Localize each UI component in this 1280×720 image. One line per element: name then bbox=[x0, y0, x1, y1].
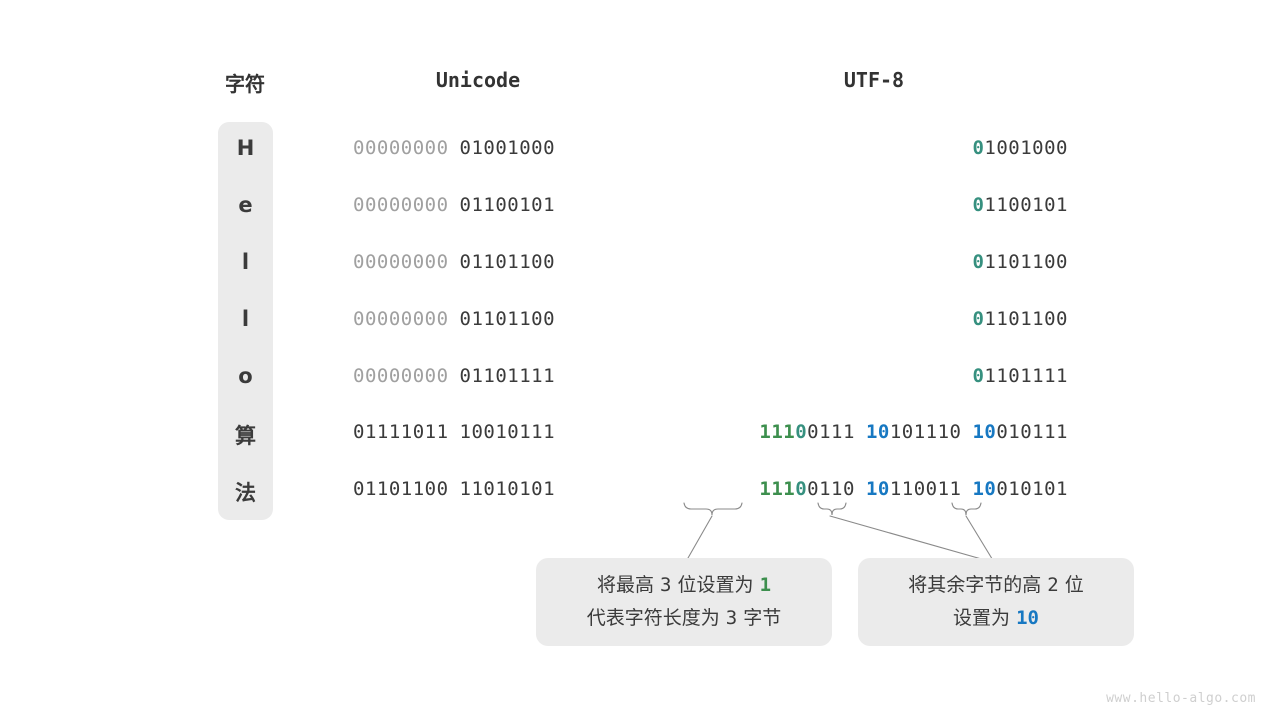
char-cell: H bbox=[236, 136, 255, 160]
leader-line-continuation-1 bbox=[829, 515, 993, 563]
char-cell: 算 bbox=[235, 424, 256, 448]
callout-leading-bits-line2: 代表字符长度为 3 字节 bbox=[587, 602, 782, 635]
utf8-bits: 01001000 bbox=[972, 137, 1068, 159]
utf8-bits: 01100101 bbox=[972, 194, 1068, 216]
callout-leading-bits: 将最高 3 位设置为 1 代表字符长度为 3 字节 bbox=[536, 558, 832, 646]
callout-number: 3 bbox=[725, 607, 738, 629]
char-column-panel bbox=[218, 122, 273, 520]
brace-continuation-1 bbox=[817, 502, 847, 516]
callout-text: 设置为 bbox=[953, 607, 1011, 629]
leader-line-continuation-2 bbox=[965, 515, 995, 563]
brace-leading-bits bbox=[683, 502, 743, 516]
callout-text: 位设置为 bbox=[677, 573, 754, 596]
utf8-bits: 01101100 bbox=[972, 251, 1068, 273]
callout-text: 将最高 bbox=[596, 573, 654, 596]
callout-text: 字节 bbox=[743, 607, 782, 629]
callout-leading-bits-line1: 将最高 3 位设置为 1 bbox=[597, 569, 771, 602]
char-cell: o bbox=[238, 364, 253, 388]
utf8-bits: 01101100 bbox=[972, 308, 1068, 330]
watermark: www.hello-algo.com bbox=[1106, 691, 1256, 706]
brace-continuation-2 bbox=[951, 502, 982, 516]
char-cell: l bbox=[241, 307, 250, 331]
char-cell: e bbox=[238, 193, 253, 217]
callout-text: 位 bbox=[1064, 573, 1084, 596]
callout-continuation-bits: 将其余字节的高 2 位 设置为 10 bbox=[858, 558, 1134, 646]
column-header-char: 字符 bbox=[225, 72, 265, 96]
callout-text: 将其余字节的高 bbox=[908, 573, 1042, 596]
char-cell: l bbox=[241, 250, 250, 274]
callout-text: 代表字符长度为 bbox=[586, 607, 720, 629]
callout-continuation-line1: 将其余字节的高 2 位 bbox=[908, 569, 1084, 602]
callout-number: 2 bbox=[1047, 573, 1059, 596]
callout-continuation-line2: 设置为 10 bbox=[953, 602, 1039, 635]
callout-highlight-green: 1 bbox=[759, 573, 772, 596]
callout-number: 3 bbox=[660, 573, 672, 596]
column-header-unicode: Unicode bbox=[435, 68, 521, 92]
utf8-bits: 01101111 bbox=[972, 365, 1068, 387]
callout-highlight-blue: 10 bbox=[1016, 607, 1039, 629]
leader-line-leading-bits bbox=[687, 515, 713, 559]
char-cell: 法 bbox=[235, 481, 256, 505]
column-header-utf8: UTF-8 bbox=[843, 68, 905, 92]
